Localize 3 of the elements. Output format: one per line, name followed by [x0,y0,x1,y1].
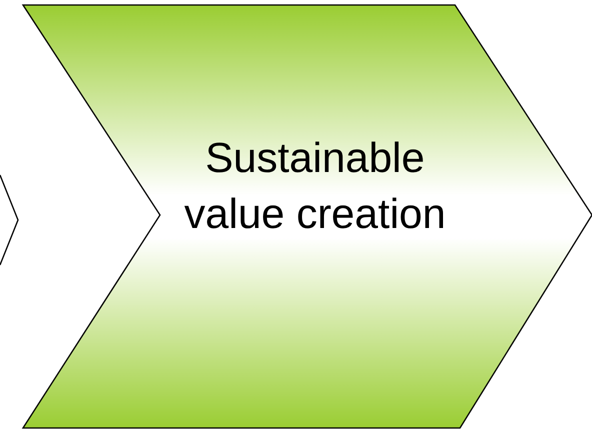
chevron-shape [23,5,592,428]
chevron-shape [0,175,18,265]
step-label: Sustainable value creation [183,133,447,239]
